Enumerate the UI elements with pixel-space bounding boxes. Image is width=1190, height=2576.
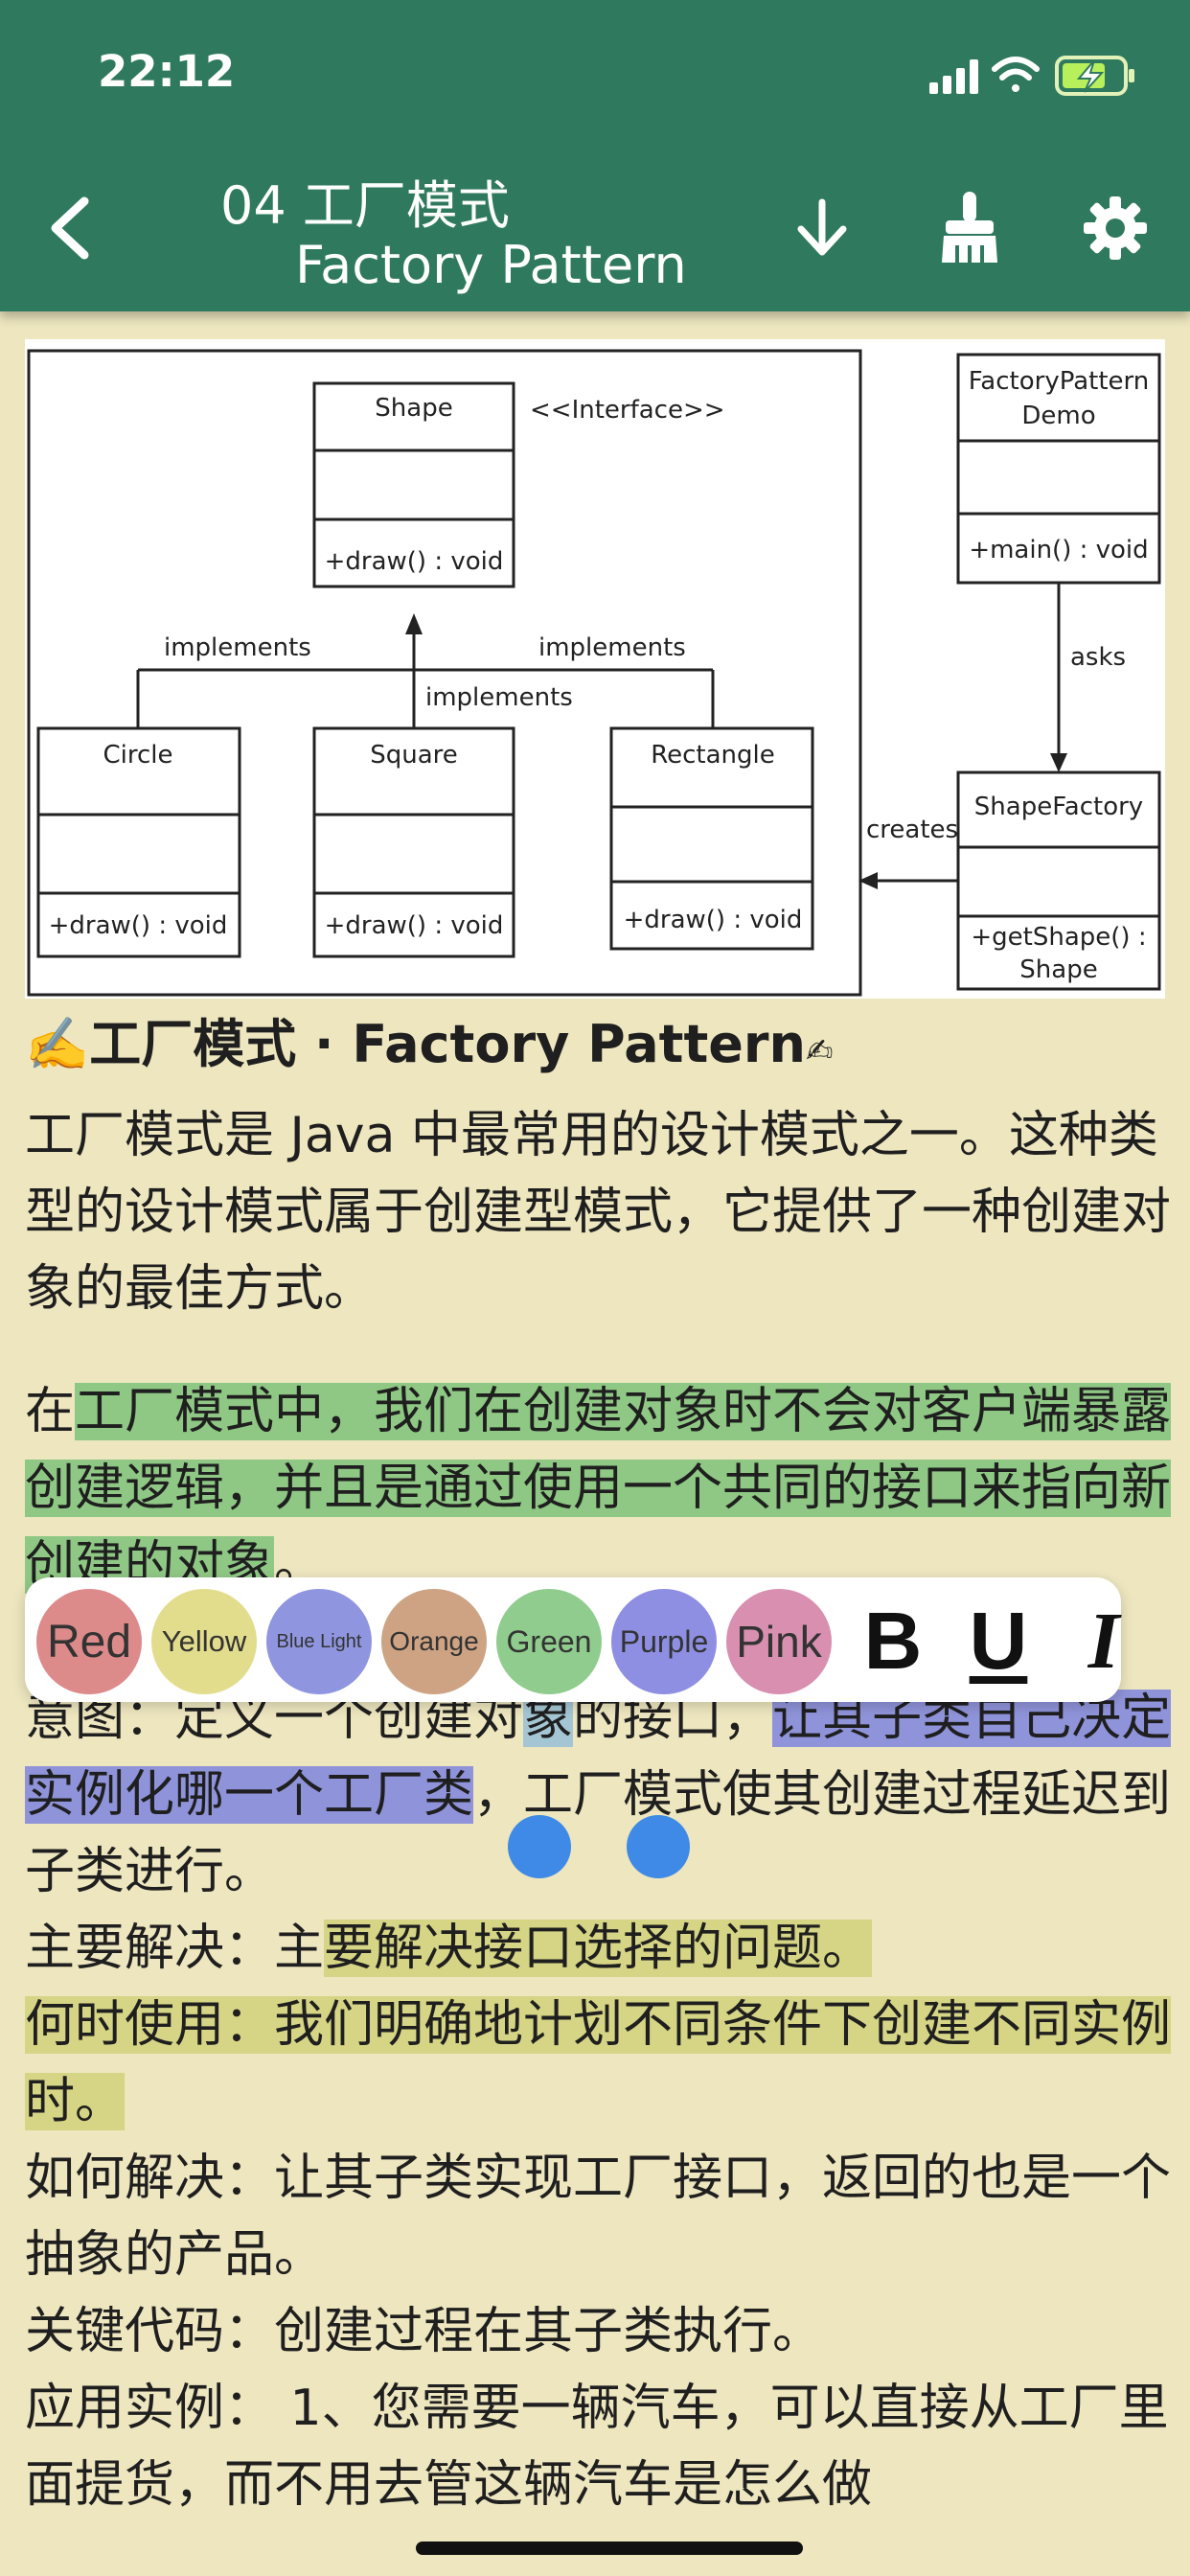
back-arrow-icon: [51, 196, 89, 260]
key-text: 创建过程在其子类执行。: [274, 2303, 823, 2360]
paragraph-example: 应用实例： 1、您需要一辆汽车，可以直接从工厂里面提货，而不用去管这辆汽车是怎么…: [25, 2370, 1175, 2523]
paragraph-when: 何时使用：我们明确地计划不同条件下创建不同实例时。: [25, 1987, 1175, 2140]
how-text: 让其子类实现工厂接口，返回的也是一个抽象的产品。: [25, 2150, 1172, 2284]
selection-handle-start[interactable]: [508, 1815, 571, 1878]
uml-diagram: Shape +draw() : void <<Interface>> imple…: [25, 339, 1165, 999]
paragraph-client: 在工厂模式中，我们在创建对象时不会对客户端暴露创建逻辑，并且是通过使用一个共同的…: [25, 1373, 1175, 1603]
rectangle-class-name: Rectangle: [651, 741, 775, 770]
circle-class-name: Circle: [103, 741, 172, 770]
solve-text-a: 主: [274, 1920, 325, 1977]
square-method: +draw() : void: [325, 911, 504, 940]
factory-method-line2: Shape: [1019, 955, 1097, 984]
asks-label: asks: [1070, 643, 1126, 672]
yellow-highlight-when[interactable]: 何时使用：我们明确地计划不同条件下创建不同实例时。: [25, 1996, 1172, 2130]
solve-label: 主要解决：: [25, 1920, 275, 1977]
color-orange-button[interactable]: Orange: [381, 1589, 487, 1694]
back-button[interactable]: [34, 182, 103, 274]
demo-class-name-line2: Demo: [1021, 402, 1095, 430]
download-icon: [797, 198, 847, 256]
color-purple-button[interactable]: Purple: [611, 1589, 717, 1694]
app-header: 22:12 04 工厂模式 Factory Pattern: [0, 0, 1190, 311]
color-pink-button[interactable]: Pink: [726, 1589, 832, 1694]
demo-method: +main() : void: [969, 536, 1148, 564]
paragraph-intro: 工厂模式是 Java 中最常用的设计模式之一。这种类型的设计模式属于创建型模式，…: [25, 1107, 1172, 1318]
green-highlight[interactable]: 工厂模式中，我们在创建对象时不会对客户端暴露创建逻辑，并且是通过使用一个共同的接…: [25, 1383, 1172, 1594]
status-icons: [929, 56, 1134, 96]
settings-button[interactable]: [1071, 182, 1159, 274]
paragraph-intent: 意图：定义一个创建对象的接口，让其子类自己决定实例化哪一个工厂类，工厂模式使其创…: [25, 1680, 1175, 1910]
italic-button[interactable]: I: [1087, 1596, 1120, 1686]
color-blue-light-button[interactable]: Blue Light: [266, 1589, 372, 1694]
battery-charging-icon: [1055, 56, 1134, 96]
home-indicator: [416, 2542, 803, 2555]
creates-label: creates: [866, 816, 958, 844]
cellular-signal-icon: [929, 59, 978, 94]
example-text: 1、您需要一辆汽车，可以直接从工厂里面提货，而不用去管这辆汽车是怎么做: [25, 2380, 1169, 2514]
selection-handle-end[interactable]: [627, 1815, 690, 1878]
wifi-icon: [992, 57, 1040, 92]
rectangle-method: +draw() : void: [624, 906, 803, 934]
circle-method: +draw() : void: [49, 911, 228, 940]
broom-icon: [942, 192, 997, 263]
underline-button[interactable]: U: [969, 1595, 1028, 1686]
shape-method: +draw() : void: [325, 547, 504, 576]
color-red-button[interactable]: Red: [36, 1589, 142, 1694]
bold-button[interactable]: B: [863, 1595, 923, 1686]
article-body[interactable]: ✍️工厂模式 · Factory Pattern✍ 工厂模式是 Java 中最常…: [25, 999, 1175, 2523]
intent-text-c: ，工厂模式使其创建过程延迟到子类进行。: [25, 1766, 1172, 1900]
color-yellow-button[interactable]: Yellow: [151, 1589, 257, 1694]
key-label: 关键代码：: [25, 2303, 275, 2360]
demo-class-name-line1: FactoryPattern: [969, 367, 1150, 396]
implements-label-center: implements: [425, 683, 573, 712]
shape-class-name: Shape: [375, 394, 452, 423]
highlight-toolbar: Red Yellow Blue Light Orange Green Purpl…: [25, 1577, 1121, 1702]
writing-hand-icon: ✍️: [25, 1014, 90, 1074]
interface-stereotype: <<Interface>>: [530, 396, 725, 425]
paragraph-how: 如何解决：让其子类实现工厂接口，返回的也是一个抽象的产品。: [25, 2140, 1175, 2293]
p2-plain: 在: [25, 1383, 76, 1440]
color-green-button[interactable]: Green: [496, 1589, 602, 1694]
edit-mark-icon: ✍: [805, 1032, 834, 1070]
how-label: 如何解决：: [25, 2150, 275, 2207]
example-label: 应用实例：: [25, 2380, 275, 2437]
clear-highlights-button[interactable]: [926, 182, 1014, 274]
status-time: 22:12: [98, 46, 236, 97]
paragraph-solve: 主要解决：主要解决接口选择的问题。: [25, 1910, 1175, 1987]
implements-label-right: implements: [538, 633, 686, 662]
title-line-2: Factory Pattern: [295, 235, 687, 295]
title-line-1: 04 工厂模式: [220, 175, 510, 236]
implements-label-left: implements: [164, 633, 311, 662]
factory-method-line1: +getShape() :: [971, 923, 1146, 952]
yellow-highlight-solve[interactable]: 要解决接口选择的问题。: [324, 1920, 873, 1977]
article-heading: ✍️工厂模式 · Factory Pattern✍: [25, 999, 1175, 1097]
square-class-name: Square: [370, 741, 458, 770]
download-button[interactable]: [778, 182, 866, 274]
paragraph-key-code: 关键代码：创建过程在其子类执行。: [25, 2293, 1175, 2370]
heading-text: 工厂模式 · Factory Pattern: [89, 1014, 806, 1074]
gear-icon: [1084, 196, 1147, 260]
factory-class-name: ShapeFactory: [974, 793, 1143, 821]
